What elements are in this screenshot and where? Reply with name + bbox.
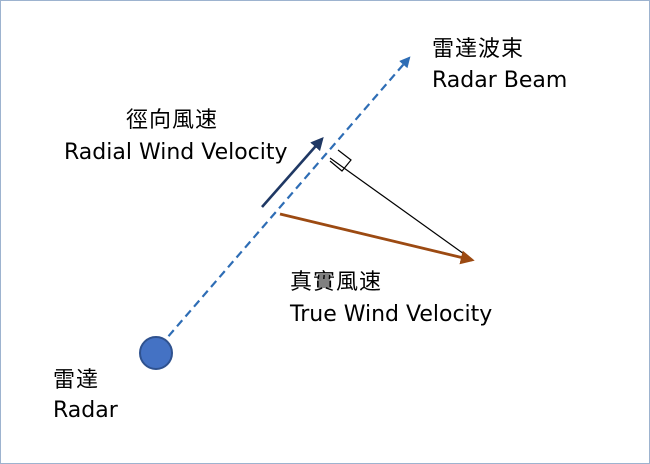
true-velocity-label-en: True Wind Velocity bbox=[290, 302, 493, 327]
radar-beam-line bbox=[159, 56, 411, 347]
radar-label-zh: 雷達 bbox=[53, 368, 100, 393]
true-velocity-arrow bbox=[279, 212, 475, 265]
right-angle-marker bbox=[329, 149, 352, 172]
radial-velocity-label-en: Radial Wind Velocity bbox=[64, 140, 288, 165]
radial-velocity-label-zh: 徑向風速 bbox=[126, 108, 219, 133]
radar-beam-label-zh: 雷達波束 bbox=[432, 37, 525, 62]
true-velocity-label-zh: 真實風速 bbox=[290, 270, 383, 295]
radial-velocity-arrow bbox=[261, 137, 324, 208]
radar-circle bbox=[139, 336, 173, 370]
projection-line bbox=[329, 157, 472, 260]
radar-beam-label-en: Radar Beam bbox=[432, 68, 568, 93]
radar-label-en: Radar bbox=[53, 398, 118, 423]
